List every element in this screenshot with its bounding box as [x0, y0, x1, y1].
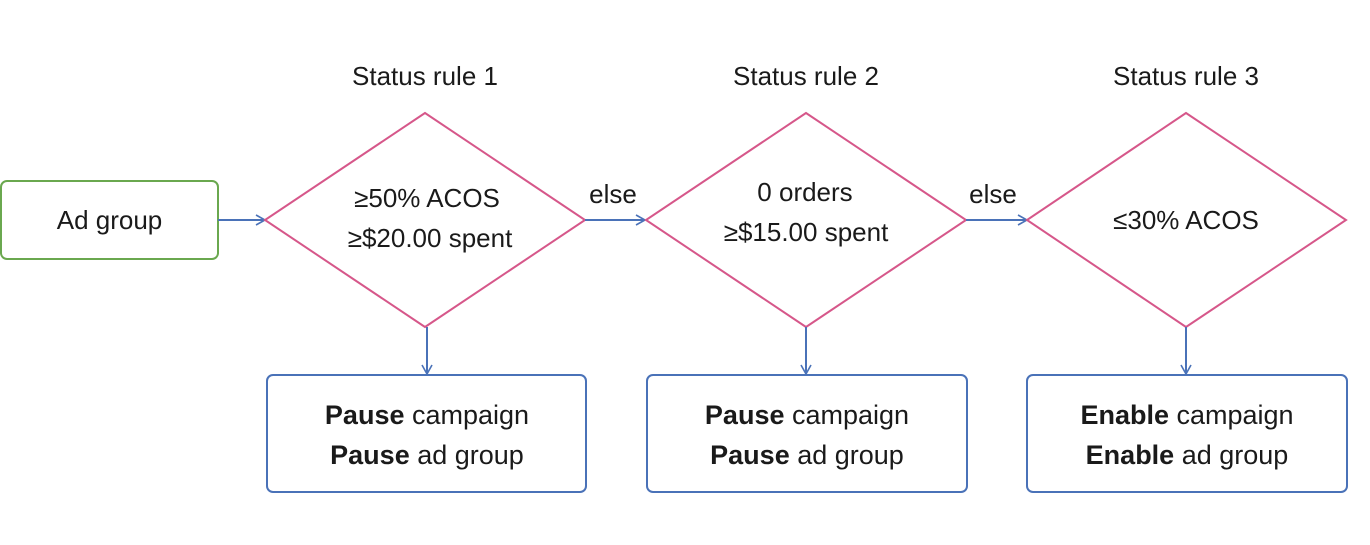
rule-2-else-label: else: [969, 179, 1017, 209]
rule-1-condition-2: ≥$20.00 spent: [348, 223, 513, 253]
rule-3-action-2-object: ad group: [1182, 440, 1289, 470]
rule-3-condition-1: ≤30% ACOS: [1113, 205, 1259, 235]
rule-2-action-box: [646, 374, 968, 493]
rule-2-action-line-2: Pause ad group: [710, 440, 904, 470]
rule-1-action-line-2: Pause ad group: [330, 440, 524, 470]
rule-2-action-2-object: ad group: [797, 440, 904, 470]
rule-3-action-1-object: campaign: [1176, 400, 1293, 430]
start-node-label: Ad group: [57, 205, 163, 235]
rule-2-action-2-verb: Pause: [710, 440, 790, 470]
rule-2-title: Status rule 2: [733, 61, 879, 91]
rule-2-action-line-1: Pause campaign: [705, 400, 909, 430]
rule-1-else-label: else: [589, 179, 637, 209]
rule-2-condition-1: 0 orders: [757, 177, 852, 207]
rule-3-action-line-1: Enable campaign: [1080, 400, 1293, 430]
rule-1-action-2-object: ad group: [417, 440, 524, 470]
rule-2-action-1-verb: Pause: [705, 400, 785, 430]
rule-1-title: Status rule 1: [352, 61, 498, 91]
rule-3-action-1-verb: Enable: [1080, 400, 1169, 430]
rule-1-action-1-object: campaign: [412, 400, 529, 430]
rule-3-action-2-verb: Enable: [1086, 440, 1175, 470]
rule-2-condition-2: ≥$15.00 spent: [724, 217, 889, 247]
rule-1-action-line-1: Pause campaign: [325, 400, 529, 430]
rule-3-action-box: [1026, 374, 1348, 493]
rule-2-action-1-object: campaign: [792, 400, 909, 430]
rule-3-title: Status rule 3: [1113, 61, 1259, 91]
rule-1-action-box: [266, 374, 587, 493]
rule-1-decision-diamond: [263, 111, 587, 329]
rule-1-action-2-verb: Pause: [330, 440, 410, 470]
rule-1-condition-1: ≥50% ACOS: [354, 183, 500, 213]
rule-3-action-line-2: Enable ad group: [1086, 440, 1289, 470]
rule-1-action-1-verb: Pause: [325, 400, 405, 430]
